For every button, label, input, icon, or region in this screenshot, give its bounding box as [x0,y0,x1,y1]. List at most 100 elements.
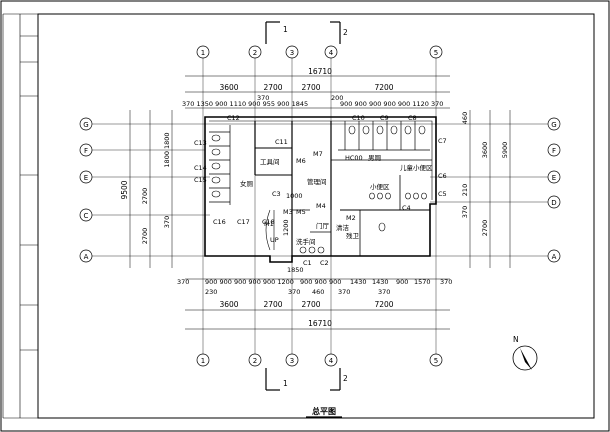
room-kids2: 小便区 [370,182,390,191]
axis-c-left: C [84,212,89,220]
dim-top-detail-right: 900 900 900 900 900 1120 370 [340,100,443,108]
dim-top-detail: 370 1350 900 1110 900 955 900 1845 [182,100,308,108]
room-kids: 儿童小便区 [400,163,433,172]
dim-right-210: 210 [461,184,469,196]
row-axes-left: G F E C A [79,117,93,263]
dim-top-2700a: 2700 [263,83,282,92]
axis-1-top: 1 [201,49,205,57]
axis-2-top: 2 [253,49,257,57]
column-axes-bottom: 1 2 3 4 5 [196,353,443,367]
axis-4-top: 4 [329,49,334,57]
section-mark-1-bottom: 1 [283,379,288,388]
tag-c17: C17 [237,218,250,226]
opening-tags: M7 M6 M5 M4 M3 M2 M1 C1 C2 C3 C4 C5 C6 C… [194,114,447,267]
section-mark-1-top: 1 [283,25,288,34]
dim-bottom-900: 900 [396,278,408,286]
dim-top-total: 16710 [308,67,332,76]
room-tool: 工具间 [260,158,280,166]
room-labels: 女厕 工具间 管理间 男厕 儿童小便区 小便区 HC00 门厅 洗手间 残卫 清… [240,154,433,246]
tag-c18: C18 [262,218,275,226]
tag-c1: C1 [303,259,312,267]
dim-top-370: 370 [257,94,269,102]
dim-bottom-460: 460 [312,288,324,296]
tag-c5: C5 [438,190,447,198]
dim-right-5900: 5900 [501,142,509,159]
tag-c7: C7 [438,137,447,145]
dim-left-stack: 1800 1800 [163,132,171,167]
axis-5-top: 5 [434,49,438,57]
tag-c16: C16 [213,218,226,226]
tag-c15: C15 [194,176,207,184]
title-strip [2,13,38,419]
room-hc: HC00 [345,154,363,162]
dim-bottom-7200: 7200 [374,300,393,309]
axis-4-bottom: 4 [329,357,334,365]
bottom-dimensions: 370 900 900 900 900 900 1200 900 900 900… [177,266,452,330]
tag-c11: C11 [275,138,288,146]
dim-right-460: 460 [461,112,469,124]
dim-bottom-2700a: 2700 [263,300,282,309]
room-clean: 清洁 [336,223,350,232]
room-mgmt: 管理间 [307,177,327,186]
tag-c3: C3 [272,190,281,198]
dim-bottom-1570: 1570 [414,278,431,286]
room-disabled: 残卫 [346,231,360,240]
dim-bottom-detail-mid: 900 900 900 [300,278,341,286]
tag-m5: M5 [296,208,306,216]
section-mark-2-bottom: 2 [343,374,348,383]
dim-1200-inner: 1200 [282,219,290,236]
axis-g-left: G [83,121,88,129]
dim-bottom-370-7200: 370 [378,288,390,296]
dim-top-200: 200 [331,94,343,102]
section-mark-2-top: 2 [343,28,348,37]
tag-m3: M3 [283,208,293,216]
axis-e-right: E [552,174,556,182]
axis-f-right: F [552,147,556,155]
tag-c14: C14 [194,164,207,172]
dim-bottom-370d: 370 [338,288,350,296]
dim-left-2700a: 2700 [141,188,149,205]
axis-e-left: E [84,174,88,182]
dim-right-2700: 2700 [481,220,489,237]
dim-left-370: 370 [163,216,171,228]
dim-left-2700b: 2700 [141,228,149,245]
tag-m1: M1 [264,220,274,228]
dim-bottom-detail-left: 900 900 900 900 900 1200 [205,278,294,286]
dim-bottom-1850: 1850 [287,266,304,274]
dim-bottom-370b: 370 [440,278,452,286]
tag-c4: C4 [402,204,411,212]
dim-top-3600: 3600 [219,83,238,92]
inner-dims: 1000 1200 UP [270,192,303,244]
axis-a-left: A [84,253,89,261]
north-label: N [513,335,519,344]
dim-bottom-370a: 370 [177,278,189,286]
axis-d-right: D [551,199,556,207]
top-dimensions: 16710 3600 2700 2700 7200 370 1350 900 1… [182,67,450,109]
dim-bottom-3600: 3600 [219,300,238,309]
axis-2-bottom: 2 [253,357,257,365]
label-up: UP [270,236,279,244]
north-arrow: N [512,335,538,371]
tag-c6: C6 [438,172,447,180]
tag-c8: C8 [408,114,417,122]
dim-bottom-370c: 370 [288,288,300,296]
dim-top-2700b: 2700 [301,83,320,92]
axis-3-bottom: 3 [290,357,294,365]
axis-1-bottom: 1 [201,357,205,365]
drawing-title: 总平图 [312,406,336,416]
fixtures [211,125,427,254]
dim-bottom-total: 16710 [308,319,332,328]
axis-f-left: F [84,147,88,155]
axis-5-bottom: 5 [434,357,438,365]
axis-g-right: G [551,121,556,129]
building-plan [204,116,437,263]
room-handwash: 洗手间 [296,237,316,246]
tag-m6: M6 [296,157,306,165]
tag-c12: C12 [227,114,240,122]
dim-bottom-2700b: 2700 [301,300,320,309]
tag-m4: M4 [316,202,326,210]
inner-border [37,13,595,419]
tag-c10: C10 [352,114,365,122]
